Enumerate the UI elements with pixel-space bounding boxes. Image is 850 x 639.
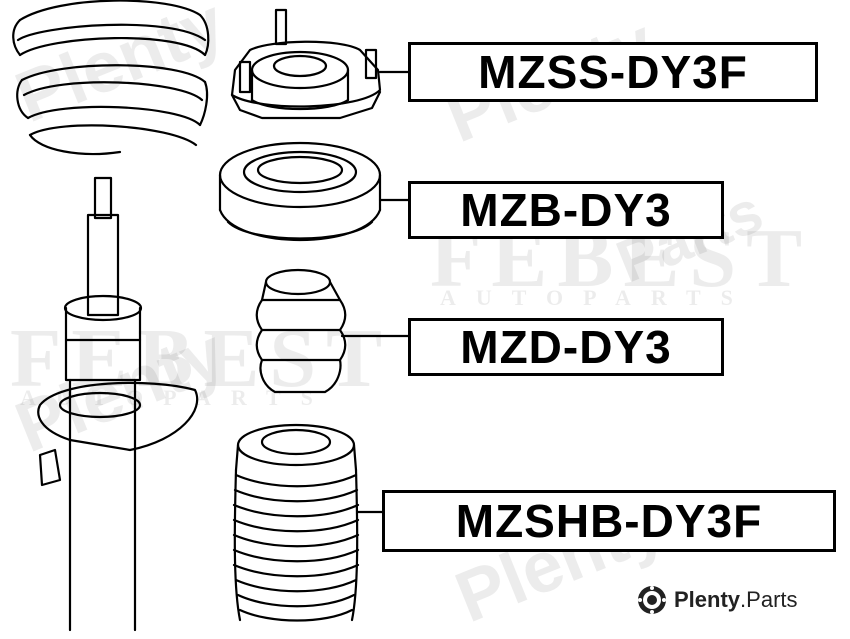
strut-mount: [230, 8, 382, 120]
part-label-strut-mount: MZSS-DY3F: [408, 42, 818, 102]
part-label-bump-stop: MZD-DY3: [408, 318, 724, 376]
part-label-dust-boot: MZSHB-DY3F: [382, 490, 836, 552]
bearing: [218, 141, 382, 241]
plenty-logo-icon: [638, 586, 666, 614]
bump-stop: [255, 268, 347, 394]
part-label-bearing: MZB-DY3: [408, 181, 724, 239]
badge-name: Plenty: [674, 587, 741, 612]
plenty-parts-badge: Plenty.Parts: [636, 582, 798, 618]
leader-lines: [340, 70, 410, 514]
shock-strut: [37, 176, 199, 632]
badge-suffix: Parts: [746, 587, 798, 612]
coil-spring: [12, 0, 210, 156]
badge-dot: .: [740, 587, 747, 612]
dust-boot: [232, 423, 360, 622]
